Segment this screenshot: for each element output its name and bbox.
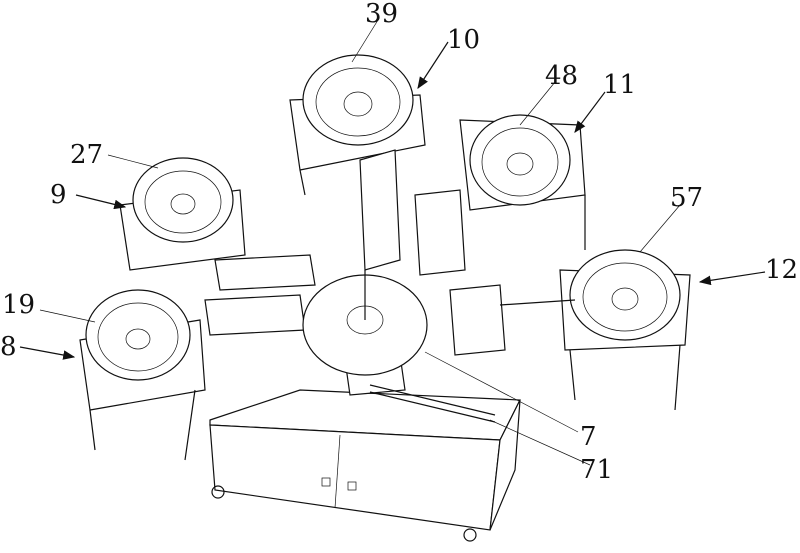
leader-lines [19, 19, 766, 466]
feeder-bowl-27 [132, 157, 234, 243]
label-8: 8 [0, 332, 17, 362]
feeder-bowl-39 [302, 54, 414, 146]
feeder-bowl-48 [469, 114, 571, 206]
label-48: 48 [545, 61, 578, 91]
rotary-turntable [302, 270, 428, 376]
feeder-bowl-19 [85, 289, 191, 381]
label-71: 71 [580, 455, 613, 485]
label-39: 39 [365, 0, 398, 29]
label-57: 57 [670, 183, 703, 213]
label-27: 27 [70, 140, 103, 170]
label-9: 9 [50, 180, 67, 210]
base-cabinet [209, 389, 521, 542]
label-19: 19 [2, 290, 35, 320]
label-7: 7 [580, 422, 597, 452]
label-10: 10 [447, 25, 480, 55]
label-11: 11 [603, 70, 636, 100]
label-12: 12 [765, 255, 798, 285]
feeder-bowl-57 [569, 249, 681, 341]
